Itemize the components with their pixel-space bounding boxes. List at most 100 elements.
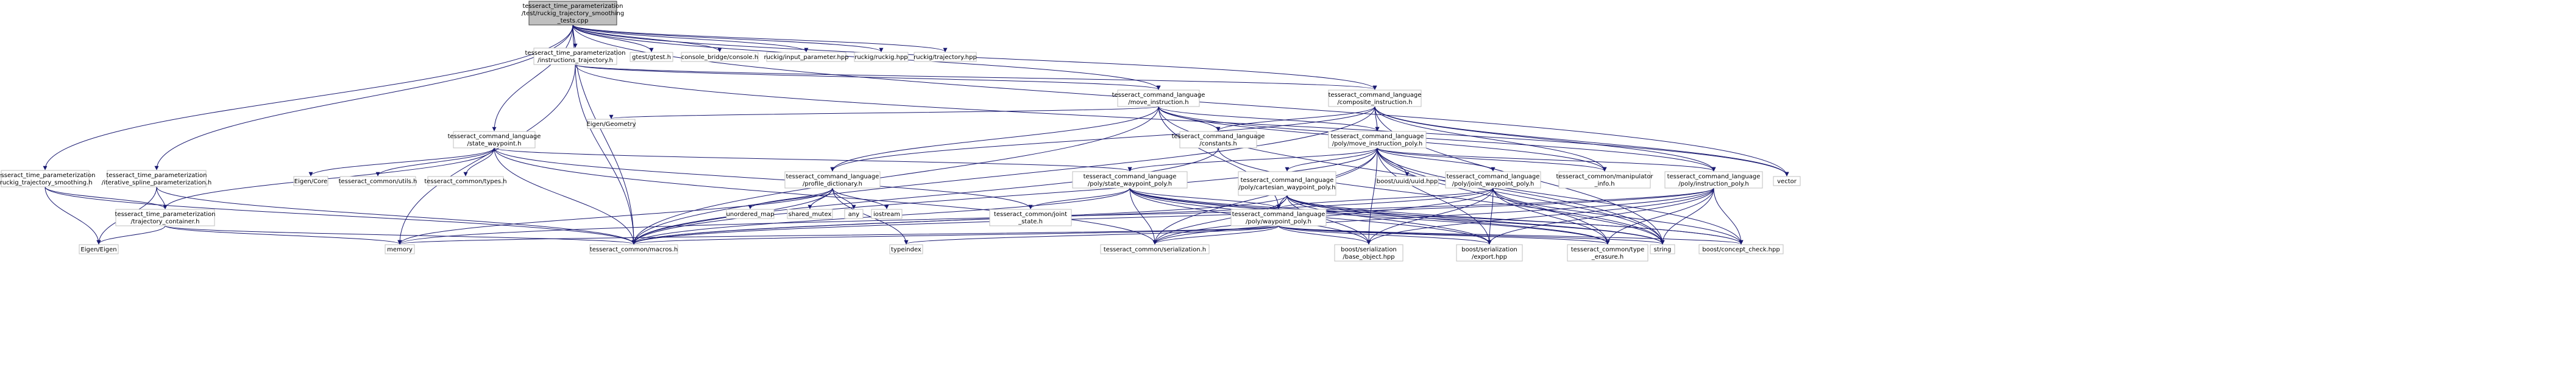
node-typeindex[interactable]: typeindex [889,244,923,254]
node-unordered-map[interactable]: unordered_map [726,209,775,219]
node-box [1664,171,1763,189]
edge-move_instr_poly-to-boost_base_object [1366,147,1378,245]
node-box [1375,176,1439,186]
node-common-types[interactable]: tesseract_common/types.h [424,176,507,186]
node-eigen-core[interactable]: Eigen/Core [293,176,328,186]
node-boost-export[interactable]: boost/serialization/export.hpp [1456,244,1523,262]
edge-cartesian_waypoint_poly-to-serialization [1152,195,1288,245]
edge-composite_instr-to-vector [1374,106,1789,177]
edge-joint_waypoint_poly-to-concept_check [1492,187,1744,245]
node-any[interactable]: any [844,209,864,219]
node-serialization[interactable]: tesseract_common/serialization.h [1100,244,1210,254]
node-concept-check[interactable]: boost/concept_check.hpp [1698,244,1784,254]
node-macros[interactable]: tesseract_common/macros.h [589,244,678,254]
node-eigen-geometry[interactable]: Eigen/Geometry [586,119,636,129]
edge-state_waypoint-to-state_waypoint_poly [494,147,1132,172]
edge-instruction_poly-to-boost_base_object [1366,187,1714,245]
node-box [854,52,909,62]
node-label-line: boost/concept_check.hpp [1702,246,1779,253]
node-profile-dict[interactable]: tesseract_command_language/profile_dicti… [784,171,881,189]
node-vector[interactable]: vector [1773,176,1801,186]
node-label-line: tesseract_command_language [1447,173,1540,180]
edge-root-to-gtest [572,24,654,52]
node-label-line: boost/serialization [1341,246,1397,253]
node-console-bridge[interactable]: console_bridge/console.h [681,52,759,62]
node-manipulator-info[interactable]: tesseract_common/manipulator_info.h [1556,171,1654,189]
edge-root-to-ruckig_hpp [572,24,884,52]
node-composite-instr[interactable]: tesseract_command_language/composite_ins… [1328,89,1422,107]
node-cartesian-waypoint-poly[interactable]: tesseract_command_language/poly/cartesia… [1238,171,1336,196]
node-root[interactable]: tesseract_time_parameterization/test/ruc… [522,1,624,26]
node-box [1,170,90,187]
edge-root-to-ruckig_traj [572,24,948,52]
node-box [293,176,328,186]
edge-waypoint_poly-to-boost_export [1278,225,1492,245]
node-label-line: tesseract_time_parameterization [525,50,626,57]
node-label-line: tesseract_command_language [1331,133,1424,140]
node-label-line: tesseract_command_language [1172,133,1265,140]
node-label-line: /ruckig_trajectory_smoothing.h [0,180,93,186]
node-move-instr-poly[interactable]: tesseract_command_language/poly/move_ins… [1328,131,1427,149]
edge-waypoint_poly-to-serialization [1152,225,1279,245]
node-label-line: tesseract_command_language [1112,92,1205,99]
node-label-line: tesseract_command_language [1329,92,1422,99]
node-waypoint-poly[interactable]: tesseract_command_language/poly/waypoint… [1230,209,1327,226]
edge-root-to-console_bridge [572,24,722,52]
node-box [1100,244,1210,254]
node-label-line: boost/serialization [1461,246,1517,253]
edge-state_waypoint-to-serialization [494,147,1157,245]
node-label-line: typeindex [891,246,921,253]
node-memory[interactable]: memory [385,244,415,254]
node-label-line: tesseract_command_language [786,173,879,180]
edge-move_instr-to-move_instr_poly [1158,106,1380,131]
edge-ruckig_smoothing-to-macros [44,186,636,245]
node-box [1650,244,1675,254]
node-string[interactable]: string [1650,244,1675,254]
node-state-waypoint-poly[interactable]: tesseract_command_language/poly/state_wa… [1072,171,1188,189]
node-traj-container[interactable]: tesseract_time_parameterization/trajecto… [115,209,216,226]
node-ruckig-smoothing[interactable]: tesseract_time_parameterization/ruckig_t… [0,170,96,187]
node-box [427,176,504,186]
node-gtest[interactable]: gtest/gtest.h [630,52,673,62]
node-constants[interactable]: tesseract_command_language/constants.h [1172,131,1265,149]
node-box [79,244,119,254]
node-eigen-eigen[interactable]: Eigen/Eigen [79,244,119,254]
node-ruckig-traj[interactable]: ruckig/trajectory.hpp [914,52,977,62]
edge-state_waypoint-to-common_utils [375,147,495,177]
edge-move_instr_poly-to-string [1377,147,1665,245]
edge-joint_waypoint_poly-to-boost_export [1487,187,1494,245]
node-label-line: /poly/instruction_poly.h [1678,181,1749,187]
node-label-line: /composite_instruction.h [1337,99,1412,106]
node-label-line: /poly/waypoint_poly.h [1246,218,1311,225]
node-label-line: tesseract_time_parameterization [107,172,207,179]
node-instruction-poly[interactable]: tesseract_command_language/poly/instruct… [1664,171,1763,189]
node-label-line: /poly/state_waypoint_poly.h [1088,181,1172,187]
node-joint-waypoint-poly[interactable]: tesseract_command_language/poly/joint_wa… [1445,171,1541,189]
node-box [1567,244,1648,262]
edge-move_instr_poly-to-serialization [1152,147,1378,245]
edge-root-to-state_waypoint [492,24,573,131]
node-shared-mutex[interactable]: shared_mutex [787,209,833,219]
node-box [871,209,903,219]
node-move-instr[interactable]: tesseract_command_language/move_instruct… [1112,89,1205,107]
node-common-joint-state[interactable]: tesseract_common/joint_state.h [989,209,1072,226]
node-boost-uuid[interactable]: boost/uuid/uuid.hpp [1375,176,1439,186]
node-instr-traj[interactable]: tesseract_time_parameterization/instruct… [525,47,626,65]
node-box [453,131,536,149]
node-state-waypoint[interactable]: tesseract_command_language/state_waypoin… [448,131,541,149]
node-boost-base-object[interactable]: boost/serialization/base_object.hpp [1334,244,1403,262]
node-box [1558,171,1651,189]
node-box [1072,171,1188,189]
edge-instruction_poly-to-macros [631,187,1714,245]
node-iterative-spline[interactable]: tesseract_time_parameterization/iterativ… [102,170,211,187]
edge-instruction_poly-to-concept_check [1713,187,1744,245]
node-ruckig-input[interactable]: ruckig/input_parameter.hpp [764,52,849,62]
node-box [1179,131,1257,149]
node-type-erasure[interactable]: tesseract_common/type_erasure.h [1567,244,1648,262]
node-common-utils[interactable]: tesseract_common/utils.h [339,176,417,186]
node-iostream[interactable]: iostream [871,209,903,219]
node-ruckig-hpp[interactable]: ruckig/ruckig.hpp [854,52,909,62]
edge-ruckig_smoothing-to-eigen_eigen [44,186,101,245]
edge-waypoint_poly-to-type_erasure [1278,225,1610,245]
edge-traj_container-to-eigen_eigen [96,225,166,245]
